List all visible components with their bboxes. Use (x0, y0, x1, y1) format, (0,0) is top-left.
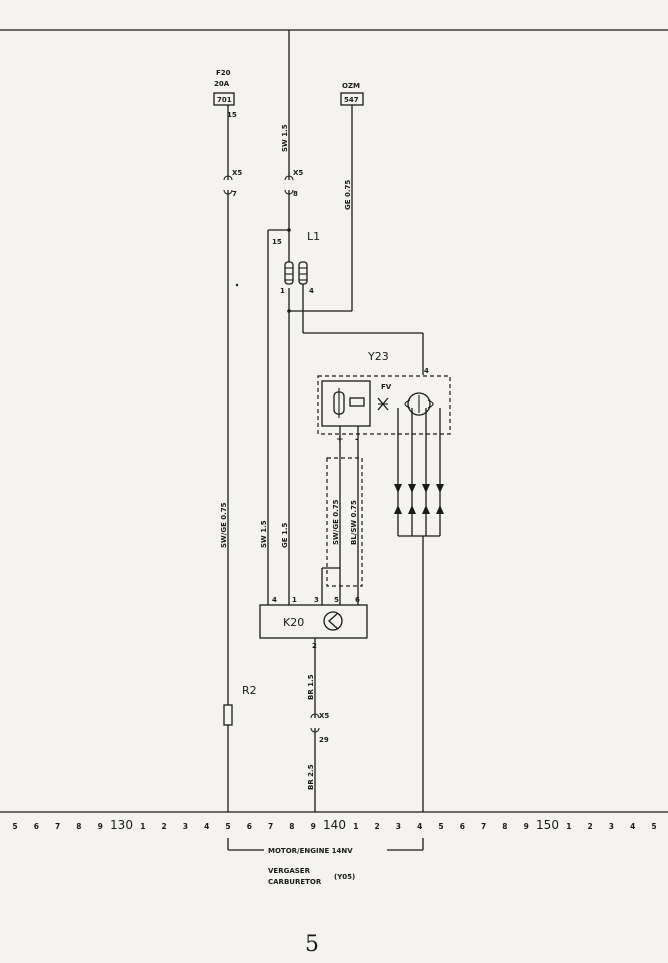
relay-l1-pin4: 4 (309, 287, 314, 295)
ruler-label: 2 (374, 822, 379, 831)
k20-pin-6: 6 (355, 596, 360, 604)
connector-x5-left-pin: 7 (232, 190, 237, 198)
page-number: 5 (305, 932, 319, 957)
ruler-label: 3 (396, 822, 401, 831)
relay-l1-label: L1 (307, 230, 320, 243)
ruler-label: 1 (353, 822, 358, 831)
ruler-label: 5 (12, 822, 17, 831)
wire-label-sw15: SW 1.5 (260, 520, 268, 548)
terminal-minus: - (355, 435, 359, 445)
y23-housing (317, 375, 451, 435)
ruler-label: 9 (98, 822, 103, 831)
wire-label-swge2: SW/GE 0.75 (332, 499, 340, 545)
ruler-label: 130 (110, 818, 133, 832)
fv-valve-symbol (377, 397, 389, 411)
ground-wire (310, 638, 320, 812)
connector-x5-bot-pin: 29 (319, 736, 329, 744)
y23-label: Y23 (367, 350, 389, 363)
range-bracket (227, 838, 424, 851)
fuse-f20-box (213, 92, 235, 106)
fuse-f20-number: 701 (217, 96, 232, 104)
ruler-labels: 5 6 7 8 9 130 1 2 3 4 5 6 7 8 9 140 1 2 3 4 5 6 7 8 9 150 1 2 3 4 5 (12, 818, 656, 832)
fv-label: FV (381, 383, 392, 391)
fuse-f20: F20 20A 701 15 (213, 69, 237, 119)
connector-x5-mid-label: X5 (293, 169, 303, 177)
ruler-label: 3 (183, 822, 188, 831)
ruler-label: 2 (161, 822, 166, 831)
fuse-ozm: OZM 547 (340, 82, 364, 106)
ruler-label: 1 (140, 822, 145, 831)
middle-wire (267, 30, 294, 605)
ruler-label: 7 (481, 822, 486, 831)
wire-label-swge: SW/GE 0.75 (220, 502, 228, 548)
carb-label-en: CARBURETOR (268, 878, 322, 886)
ruler-label: 4 (204, 822, 209, 831)
connector-x5-bot-label: X5 (319, 712, 329, 720)
ruler-label: 7 (268, 822, 273, 831)
ruler-label: 4 (630, 822, 635, 831)
ruler-label: 6 (34, 822, 39, 831)
fuse-ozm-name: OZM (342, 82, 360, 90)
resistor-r2 (223, 704, 233, 726)
connector-x5-mid-pin: 8 (293, 190, 298, 198)
left-wire (223, 105, 239, 812)
ruler-label: 7 (55, 822, 60, 831)
wire-label-br15: BR 1.5 (307, 674, 315, 700)
ruler-label: 3 (609, 822, 614, 831)
ruler-label: 9 (524, 822, 529, 831)
relay-l1 (284, 261, 424, 375)
fuse-f20-name: F20 (216, 69, 231, 77)
wire-label-blsw: BL/SW 0.75 (350, 500, 358, 545)
ruler-label: 9 (311, 822, 316, 831)
arrow-bundle (394, 408, 444, 812)
fuse-f20-pin: 15 (227, 111, 237, 119)
k20-pin-5: 5 (334, 596, 339, 604)
ruler-label: 4 (417, 822, 422, 831)
wire-label-ge15: GE 1.5 (281, 523, 289, 548)
resistor-r2-label: R2 (242, 684, 257, 697)
wire-label-ge: GE 0.75 (344, 180, 352, 210)
ruler-label: 8 (76, 822, 81, 831)
ruler-label: 5 (225, 822, 230, 831)
relay-l1-pin15: 15 (272, 238, 282, 246)
ruler-label: 1 (566, 822, 571, 831)
k20-module (259, 604, 368, 639)
wire-label-sw-top: SW 1.5 (281, 124, 289, 152)
shielded-cable (321, 426, 363, 605)
ruler-label: 8 (289, 822, 294, 831)
y23-pin: 4 (424, 367, 429, 375)
ruler-label: 2 (587, 822, 592, 831)
fuse-ozm-number: 547 (344, 96, 359, 104)
ruler-label: 150 (536, 818, 559, 832)
k20-label: K20 (283, 616, 304, 629)
fuel-pump-symbol (404, 392, 434, 416)
fuel-valve (321, 380, 371, 427)
carb-label-de: VERGASER (268, 867, 311, 875)
wire-label-br25: BR 2.5 (307, 764, 315, 790)
k20-pin-4: 4 (272, 596, 277, 604)
ruler-label: 5 (651, 822, 656, 831)
k20-pin-3: 3 (314, 596, 319, 604)
ruler-label: 8 (502, 822, 507, 831)
range-label: MOTOR/ENGINE 14NV (268, 847, 353, 855)
ruler-label: 6 (247, 822, 252, 831)
ruler-label: 6 (460, 822, 465, 831)
ruler-label: 140 (323, 818, 346, 832)
connector-x5-left-label: X5 (232, 169, 242, 177)
carb-code: (Y05) (334, 873, 355, 881)
k20-pin-1: 1 (292, 596, 297, 604)
ruler-label: 5 (438, 822, 443, 831)
fuse-f20-rating: 20A (214, 80, 230, 88)
relay-l1-pin1: 1 (280, 287, 285, 295)
